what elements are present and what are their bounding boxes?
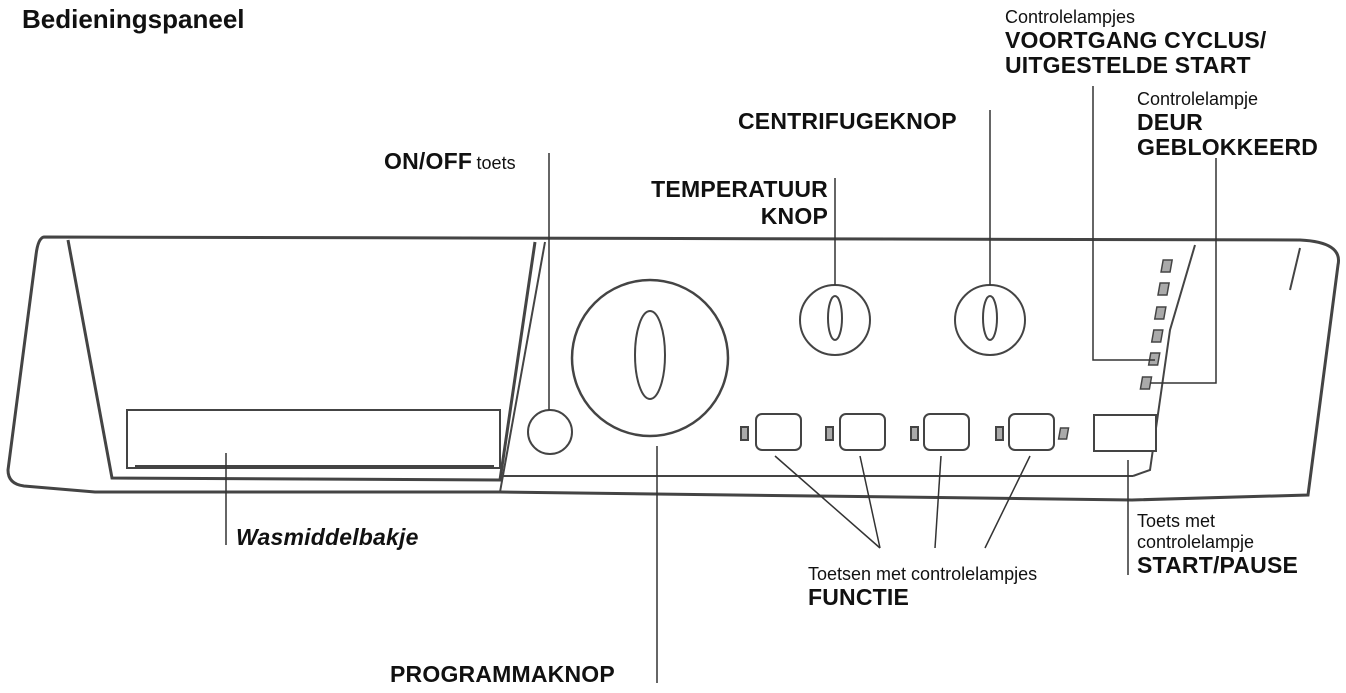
- function-lamp-2: [825, 426, 834, 441]
- progress-lamp-5: [1147, 352, 1161, 366]
- function-lamp-3: [910, 426, 919, 441]
- spin-knob-grip: [982, 295, 998, 341]
- on-off-label-bold: ON/OFF: [384, 148, 473, 174]
- door-lamp-label: Controlelampje DEUR GEBLOKKEERD: [1137, 90, 1318, 159]
- progress-lamp-1: [1160, 259, 1174, 273]
- leader-function-3: [934, 455, 942, 549]
- leader-door: [1150, 158, 1217, 384]
- leader-function-4: [984, 455, 1031, 549]
- right-display-edge-2: [1289, 247, 1301, 291]
- program-knob[interactable]: [570, 278, 730, 438]
- start-pause-label: Toets met controlelampje START/PAUSE: [1137, 512, 1298, 577]
- start-label-small1: Toets met: [1137, 511, 1216, 531]
- progress-label-line1: VOORTGANG CYCLUS/: [1005, 27, 1267, 53]
- start-label-small2: controlelampje: [1137, 532, 1255, 552]
- leader-function-1: [774, 455, 881, 549]
- panel-title: Bedieningspaneel: [22, 4, 245, 34]
- progress-lamp-2: [1157, 282, 1170, 296]
- function-lamp-4: [995, 426, 1004, 441]
- door-label-line1: DEUR: [1137, 109, 1203, 135]
- door-label-line2: GEBLOKKEERD: [1137, 134, 1319, 160]
- leader-function-2: [859, 455, 881, 549]
- function-buttons-label: Toetsen met controlelampjes FUNCTIE: [808, 565, 1037, 609]
- program-knob-label: PROGRAMMAKNOP: [390, 661, 615, 687]
- panel-outline: [6, 235, 1340, 502]
- temperature-label-line2: KNOP: [760, 203, 828, 229]
- right-display-edge: [1132, 244, 1196, 477]
- function-button-1[interactable]: [755, 413, 802, 451]
- start-label-bold: START/PAUSE: [1137, 552, 1299, 578]
- progress-label-small: Controlelampjes: [1005, 7, 1136, 27]
- leader-progress: [1092, 86, 1155, 361]
- progress-label-line2: UITGESTELDE START: [1005, 52, 1251, 78]
- start-pause-button[interactable]: [1093, 414, 1157, 452]
- progress-lamps-label: Controlelampjes VOORTGANG CYCLUS/ UITGES…: [1005, 8, 1267, 77]
- progress-lamp-3: [1153, 306, 1167, 320]
- progress-lamp-4: [1150, 329, 1164, 343]
- function-label-small: Toetsen met controlelampjes: [808, 564, 1038, 584]
- door-locked-lamp: [1139, 376, 1153, 390]
- function-label-bold: FUNCTIE: [808, 584, 910, 610]
- spin-knob-label: CENTRIFUGEKNOP: [738, 108, 957, 134]
- detergent-drawer-label: Wasmiddelbakje: [236, 524, 419, 550]
- program-knob-grip: [634, 310, 666, 400]
- drawer-edge: [499, 241, 546, 493]
- start-pause-lamp: [1057, 427, 1070, 440]
- drawer-handle-recess: [126, 409, 501, 469]
- on-off-button[interactable]: [527, 409, 573, 455]
- temperature-label-line1: TEMPERATUUR: [651, 176, 828, 202]
- detergent-drawer: [66, 239, 537, 482]
- function-button-2[interactable]: [839, 413, 886, 451]
- function-lamp-1: [740, 426, 749, 441]
- function-button-4[interactable]: [1008, 413, 1055, 451]
- on-off-label: ON/OFF toets: [384, 150, 516, 173]
- door-label-small: Controlelampje: [1137, 89, 1259, 109]
- function-button-3[interactable]: [923, 413, 970, 451]
- temperature-knob-grip: [827, 295, 843, 341]
- on-off-label-thin: toets: [476, 153, 516, 173]
- temperature-knob-label: TEMPERATUUR KNOP: [620, 178, 828, 228]
